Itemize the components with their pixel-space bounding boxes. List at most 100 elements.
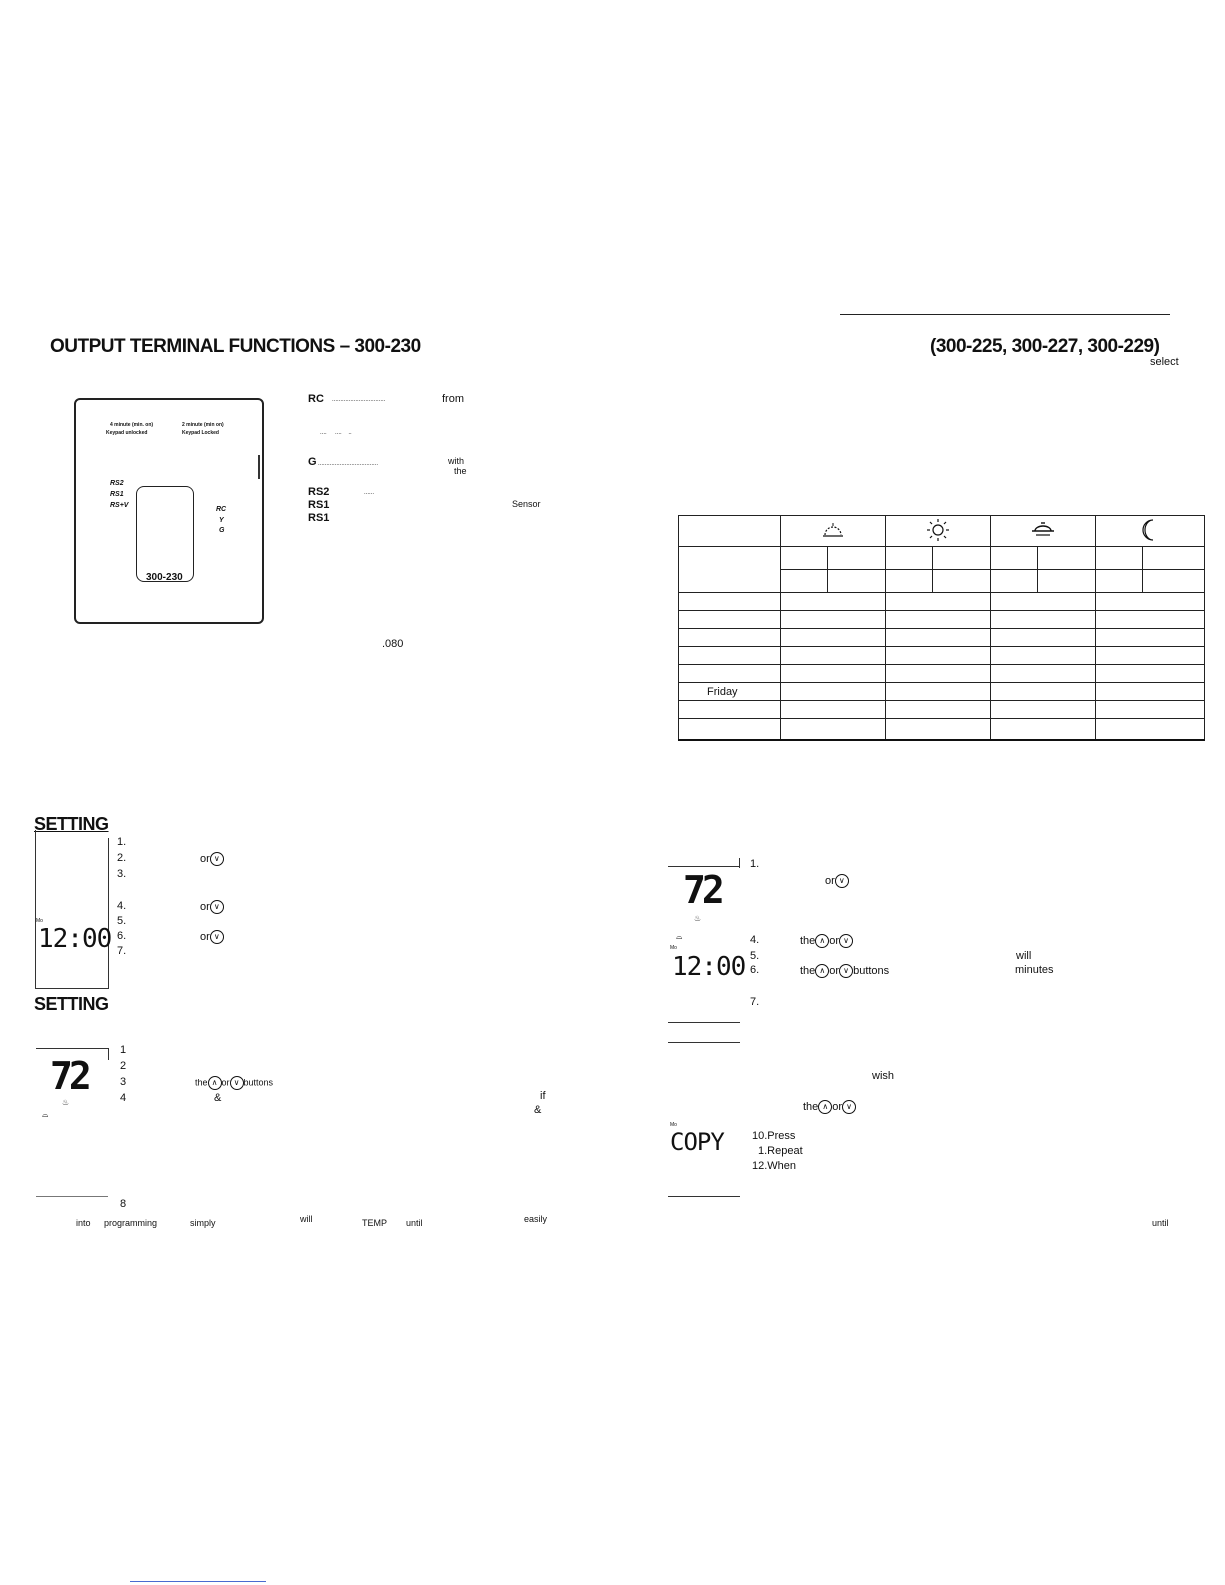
text-until: until bbox=[1152, 1218, 1169, 1228]
down-arrow-icon: ∨ bbox=[209, 852, 224, 866]
table-cell bbox=[780, 664, 886, 683]
flame-icon: ♨ bbox=[62, 1098, 70, 1107]
dot-leader: ...... bbox=[364, 490, 375, 496]
down-arrow-icon: ∨ bbox=[834, 874, 849, 888]
table-cell bbox=[932, 569, 991, 593]
panel-label-2min: 2 minute (min on) bbox=[182, 422, 224, 428]
table-row bbox=[678, 646, 1205, 665]
sunrise-small-icon: ⌓ bbox=[42, 1110, 49, 1119]
table-cell bbox=[990, 546, 1038, 570]
table-cell bbox=[885, 646, 991, 665]
table-cell bbox=[990, 610, 1096, 629]
page-title-models: (300-225, 300-227, 300-229) bbox=[930, 336, 1160, 357]
lcd-time-display-right: 12:00 bbox=[672, 952, 746, 982]
table-cell bbox=[1037, 546, 1096, 570]
table-cell bbox=[1037, 569, 1096, 593]
table-cell bbox=[1095, 628, 1205, 647]
lcd-day-label: Mo bbox=[670, 1122, 677, 1128]
table-cell bbox=[990, 646, 1096, 665]
dot-leader: .................................... bbox=[318, 461, 379, 467]
step-number: 2. bbox=[117, 852, 127, 864]
down-arrow-icon: ∨ bbox=[229, 1076, 244, 1090]
table-cell bbox=[1095, 700, 1205, 719]
table-row bbox=[678, 700, 1205, 719]
table-cell bbox=[885, 592, 991, 611]
table-cell bbox=[678, 610, 781, 629]
table-cell bbox=[885, 569, 933, 593]
footnote-word: TEMP bbox=[362, 1218, 388, 1228]
step-6-buttons: the∧or∨buttons bbox=[800, 964, 890, 978]
dot-leader: ................................ bbox=[332, 397, 386, 403]
step-11: 1.Repeat bbox=[758, 1145, 803, 1157]
table-cell bbox=[1095, 682, 1205, 701]
table-cell bbox=[1095, 569, 1143, 593]
table-cell bbox=[1095, 664, 1205, 683]
table-row: Friday bbox=[678, 682, 1205, 701]
step-or: or∨ bbox=[200, 930, 224, 944]
table-cell bbox=[885, 700, 991, 719]
table-cell bbox=[780, 515, 886, 547]
step-number: 4 bbox=[120, 1092, 127, 1104]
text-minutes: minutes bbox=[1015, 964, 1054, 976]
table-row bbox=[678, 718, 1205, 741]
footnote-word: programming bbox=[104, 1218, 158, 1228]
text-will: will bbox=[1016, 950, 1032, 962]
table-row bbox=[679, 569, 1205, 593]
table-row bbox=[678, 546, 1205, 593]
page-title-output-terminal: OUTPUT TERMINAL FUNCTIONS – 300-230 bbox=[50, 336, 421, 357]
step-4-amp: & bbox=[214, 1092, 222, 1104]
table-cell bbox=[1142, 546, 1205, 570]
step-number: 1 bbox=[120, 1044, 127, 1056]
table-row bbox=[678, 628, 1205, 647]
flame-icon: ♨ bbox=[694, 914, 702, 923]
panel-term-g: G bbox=[219, 527, 225, 534]
step-number: 6. bbox=[117, 930, 127, 942]
term-rc-label: RC bbox=[308, 393, 324, 405]
table-cell bbox=[678, 546, 781, 593]
lcd-temp-display: 72 bbox=[50, 1054, 92, 1098]
up-arrow-icon: ∧ bbox=[207, 1076, 222, 1090]
terminal-panel: 4 minute (min. on) Keypad unlocked 2 min… bbox=[74, 398, 264, 624]
step-or: or∨ bbox=[825, 874, 849, 888]
step-number: 8 bbox=[120, 1198, 127, 1210]
table-cell bbox=[885, 718, 991, 741]
sun-icon bbox=[926, 518, 950, 545]
step-number: 7. bbox=[750, 996, 760, 1008]
table-cell bbox=[780, 592, 886, 611]
lcd-day-label: Mo bbox=[36, 918, 43, 924]
step-9-buttons: the∧or∨ bbox=[803, 1100, 857, 1114]
table-cell bbox=[990, 682, 1096, 701]
table-cell bbox=[885, 515, 991, 547]
up-arrow-icon: ∧ bbox=[815, 964, 830, 978]
table-cell bbox=[780, 682, 886, 701]
term-g-the: the bbox=[454, 466, 467, 476]
term-rc-from: from bbox=[442, 393, 464, 405]
text-select: select bbox=[1150, 356, 1179, 368]
dot-leader: .... .... .. bbox=[320, 430, 352, 436]
table-row bbox=[678, 515, 1205, 547]
section-heading-setting-program: SETTING bbox=[34, 994, 109, 1014]
term-rs2-label: RS2 bbox=[308, 486, 330, 498]
panel-label-unlocked: Keypad unlocked bbox=[106, 430, 148, 436]
sunrise-small-icon: ⌓ bbox=[676, 932, 683, 941]
table-cell bbox=[990, 718, 1096, 741]
step-number: 1. bbox=[750, 858, 760, 870]
section-heading-setting-time: SETTING bbox=[34, 814, 109, 834]
text-wish: wish bbox=[872, 1070, 895, 1082]
table-cell bbox=[780, 718, 886, 741]
term-g-label: G bbox=[308, 456, 317, 468]
down-arrow-icon: ∨ bbox=[209, 900, 224, 914]
term-g-with: with bbox=[448, 456, 465, 466]
table-cell bbox=[1095, 646, 1205, 665]
table-cell bbox=[885, 546, 933, 570]
lcd-copy-display: COPY bbox=[670, 1128, 725, 1156]
text-if: if bbox=[540, 1090, 546, 1102]
step-number: 6. bbox=[750, 964, 760, 976]
table-cell bbox=[990, 515, 1096, 547]
table-cell bbox=[990, 569, 1038, 593]
table-cell bbox=[1095, 610, 1205, 629]
term-rs1-label-2: RS1 bbox=[308, 512, 330, 524]
moon-icon bbox=[1140, 518, 1160, 545]
sunrise-icon bbox=[821, 522, 845, 541]
table-cell bbox=[885, 610, 991, 629]
